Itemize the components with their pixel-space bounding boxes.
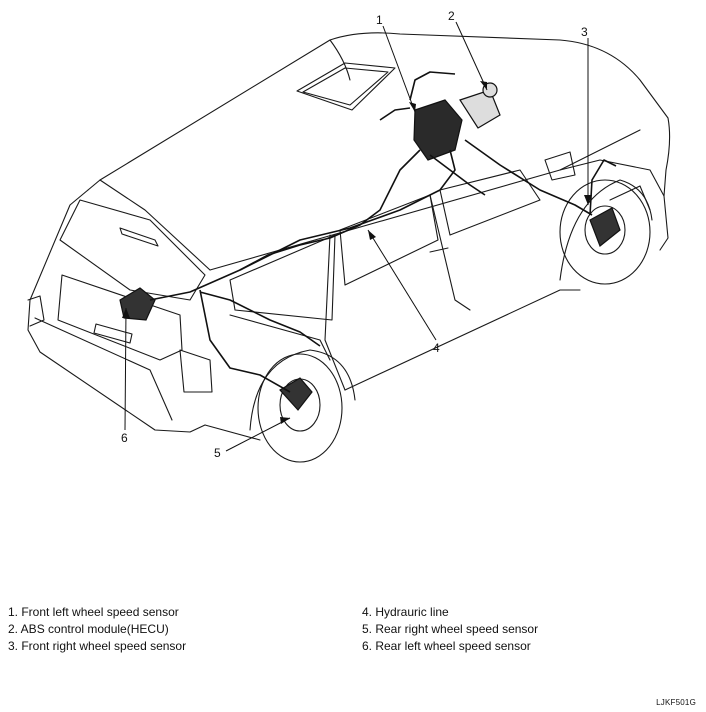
callout-3: 3 <box>581 25 588 39</box>
legend-item-4: 4. Hydrauric line <box>362 605 449 619</box>
callout-4: 4 <box>433 341 440 355</box>
figure-code: LJKF501G <box>656 698 696 707</box>
vehicle-outline <box>27 32 671 463</box>
legend-item-3: 3. Front right wheel speed sensor <box>8 639 187 653</box>
legend-right-column: 4. Hydrauric line 5. Rear right wheel sp… <box>362 604 538 655</box>
callout-1: 1 <box>376 13 383 27</box>
legend-item-1: 1. Front left wheel speed sensor <box>8 605 179 619</box>
legend-item-5: 5. Rear right wheel speed sensor <box>362 622 539 636</box>
callout-6: 6 <box>121 431 128 445</box>
legend-item-2: 2. ABS control module(HECU) <box>8 622 169 636</box>
leader-lines <box>124 21 589 452</box>
arrowheads <box>122 81 592 424</box>
hydraulic-lines <box>149 71 617 393</box>
callout-numbers: 1 2 3 4 5 6 <box>121 9 588 460</box>
brake-components <box>119 82 621 411</box>
abs-layout-diagram: 1 2 3 4 5 6 <box>27 9 671 463</box>
callout-2: 2 <box>448 9 455 23</box>
callout-5: 5 <box>214 446 221 460</box>
legend-item-6: 6. Rear left wheel speed sensor <box>362 639 531 653</box>
legend-left-column: 1. Front left wheel speed sensor 2. ABS … <box>8 604 186 655</box>
